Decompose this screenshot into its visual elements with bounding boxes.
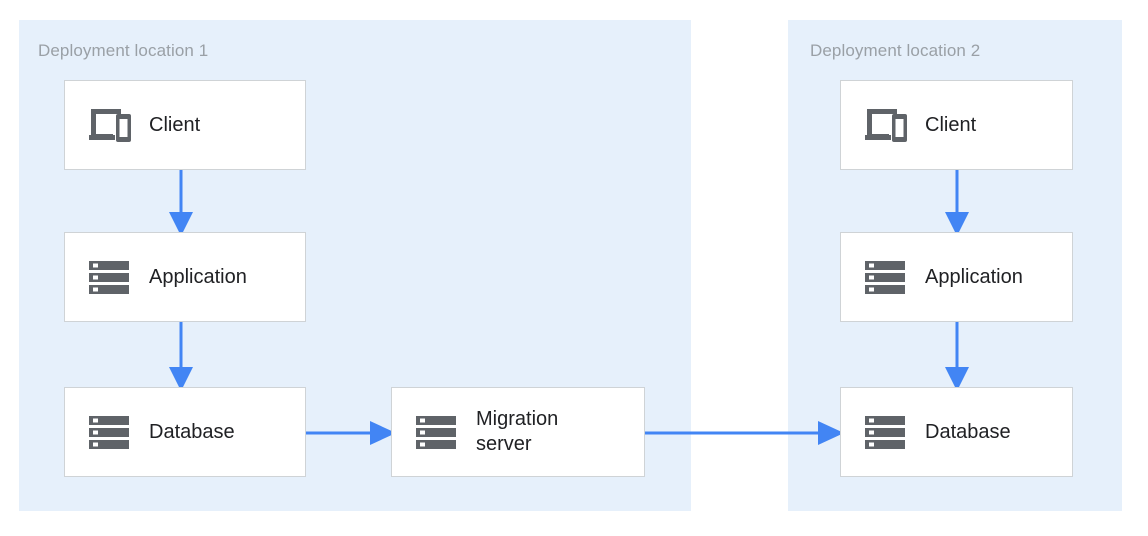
deployment-zone-2-label: Deployment location 2	[810, 41, 981, 60]
node-migration-server-label: Migration server	[476, 408, 559, 455]
server-icon	[865, 261, 905, 294]
node-database-1-label: Database	[149, 420, 235, 443]
connector-client2-to-application2	[945, 168, 969, 236]
server-icon	[416, 416, 456, 449]
node-client-1-label: Client	[149, 113, 201, 136]
devices-icon	[865, 109, 907, 142]
connector-application1-to-database1	[169, 320, 193, 391]
node-client-2[interactable]: Client	[840, 80, 1073, 170]
node-database-2-label: Database	[925, 420, 1011, 443]
node-client-1[interactable]: Client	[64, 80, 306, 170]
node-database-1[interactable]: Database	[64, 387, 306, 477]
server-icon	[865, 416, 905, 449]
node-application-2[interactable]: Application	[840, 232, 1073, 322]
connector-client1-to-application1	[169, 168, 193, 236]
node-application-2-label: Application	[925, 265, 1023, 288]
server-icon	[89, 261, 129, 294]
server-icon	[89, 416, 129, 449]
deployment-zone-1-label: Deployment location 1	[38, 41, 209, 60]
node-application-1-label: Application	[149, 265, 247, 288]
node-database-2[interactable]: Database	[840, 387, 1073, 477]
connector-application2-to-database2	[945, 320, 969, 391]
node-application-1[interactable]: Application	[64, 232, 306, 322]
node-migration-server[interactable]: Migration server	[391, 387, 645, 477]
connector-migration-server-to-database2	[643, 421, 844, 445]
devices-icon	[89, 109, 131, 142]
connector-database1-to-migration-server	[304, 421, 396, 445]
node-client-2-label: Client	[925, 113, 977, 136]
